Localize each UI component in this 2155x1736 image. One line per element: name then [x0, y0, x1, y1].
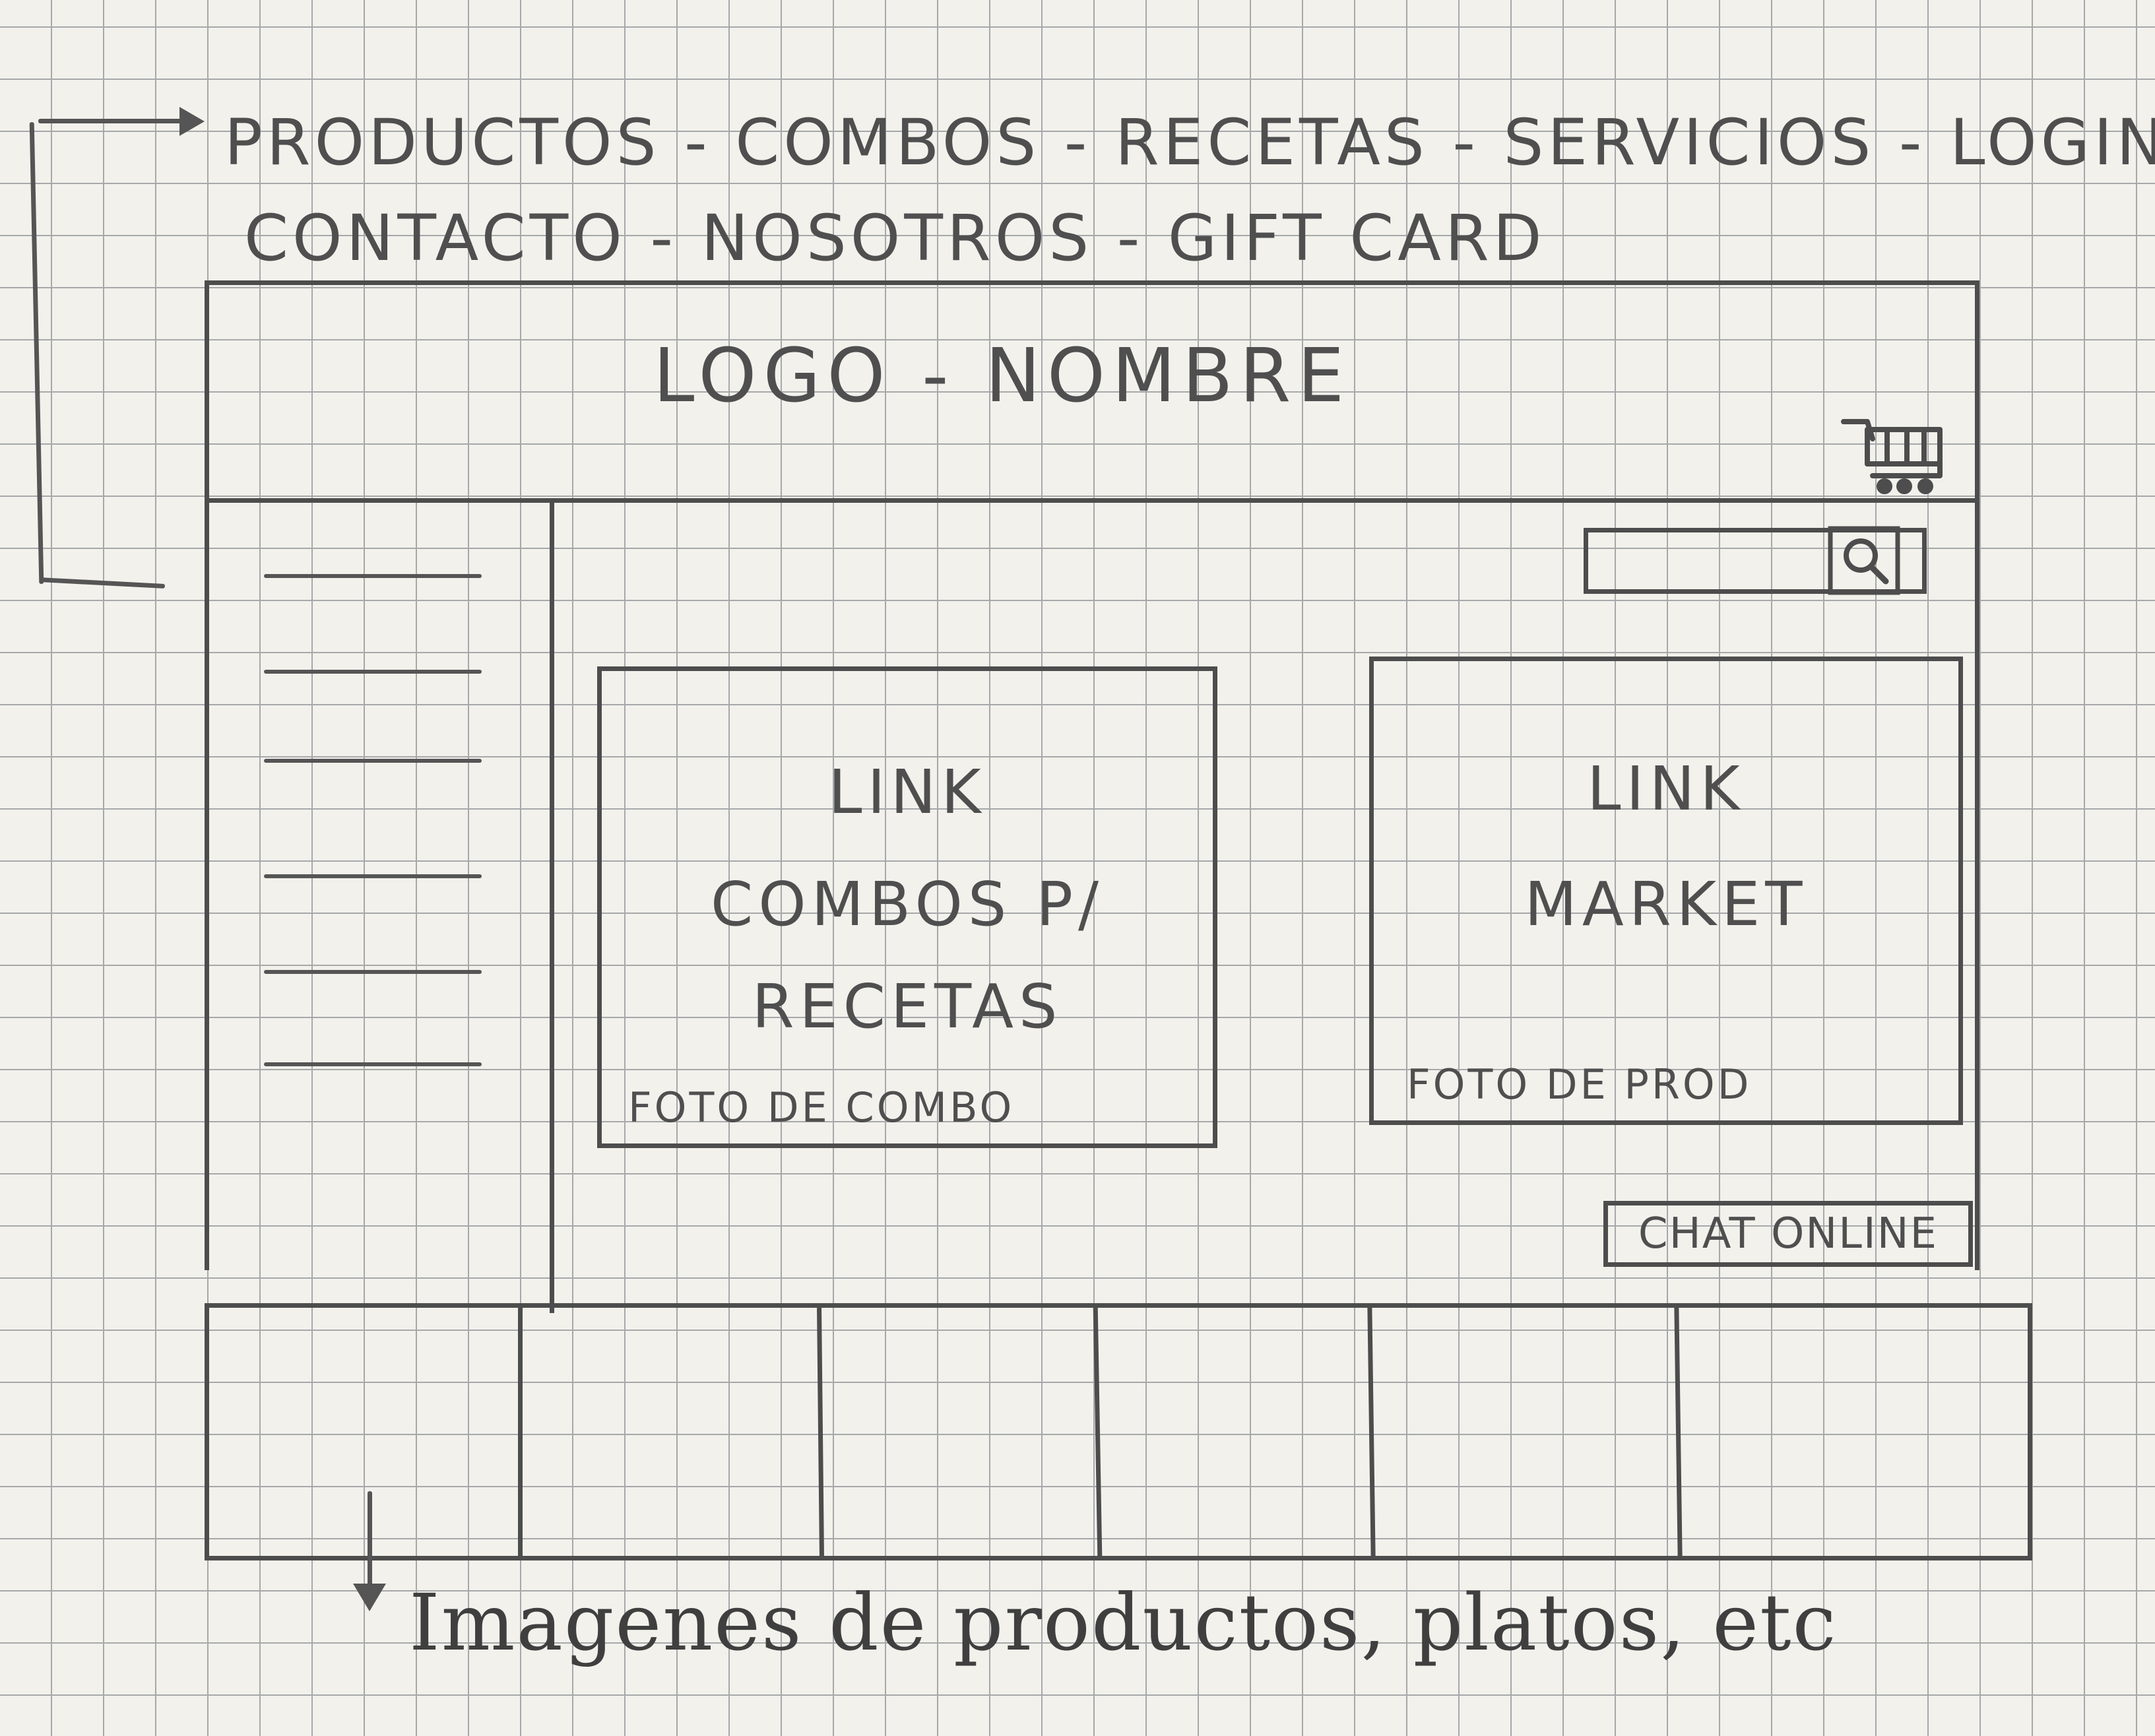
product-images-strip: [205, 1303, 2032, 1560]
nav-pointer-arrow-icon: [179, 107, 205, 136]
sidebar-item[interactable]: [264, 759, 482, 763]
nav-bracket-foot: [39, 577, 166, 589]
card-title-line-1: MARKET: [1524, 869, 1808, 940]
combos-link-card[interactable]: LINK COMBOS P/ RECETAS FOTO DE COMBO: [597, 666, 1217, 1148]
chat-online-button[interactable]: CHAT ONLINE: [1603, 1201, 1973, 1267]
sidebar-item[interactable]: [264, 874, 482, 878]
nav-annotation-line-2: CONTACTO - NOSOTROS - GIFT CARD: [244, 201, 1546, 275]
sidebar-item[interactable]: [264, 970, 482, 974]
card-photo-caption: FOTO DE PROD: [1407, 1060, 1752, 1109]
card-link-label: LINK: [1587, 754, 1745, 824]
nav-annotation-line-1: PRODUCTOS - COMBOS - RECETAS - SERVICIOS…: [224, 106, 2155, 179]
nav-pointer-line: [38, 119, 183, 123]
header-divider: [205, 498, 1979, 503]
search-icon[interactable]: [1828, 526, 1900, 595]
market-link-card[interactable]: LINK MARKET FOTO DE PROD: [1369, 657, 1963, 1125]
sidebar-menu: [205, 501, 554, 1313]
search-input[interactable]: [1584, 528, 1927, 594]
card-title-line-1: COMBOS P/: [710, 869, 1105, 940]
logo-name[interactable]: LOGO - NOMBRE: [653, 333, 1351, 419]
sidebar-item[interactable]: [264, 1062, 482, 1066]
card-title-line-2: RECETAS: [752, 971, 1063, 1042]
sidebar-item[interactable]: [264, 574, 482, 578]
images-pointer-arrow-icon: [353, 1584, 386, 1611]
sidebar-item[interactable]: [264, 670, 482, 674]
card-link-label: LINK: [828, 757, 986, 827]
image-slot-divider: [518, 1303, 523, 1560]
cart-icon[interactable]: [1841, 412, 1953, 498]
nav-bracket-line: [29, 122, 44, 584]
card-photo-caption: FOTO DE COMBO: [628, 1083, 1015, 1132]
images-annotation: Imagenes de productos, platos, etc: [409, 1577, 1838, 1668]
images-pointer-line: [368, 1491, 372, 1590]
page-wireframe: [205, 280, 1979, 1270]
